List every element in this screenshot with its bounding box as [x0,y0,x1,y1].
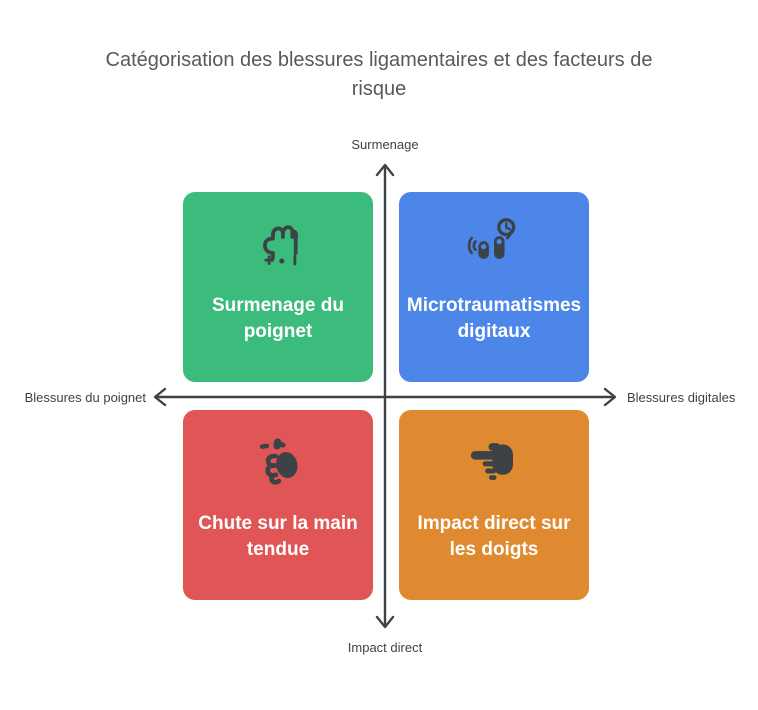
clenched-fist-wrist-icon [251,215,305,269]
axis-label-left: Blessures du poignet [24,390,146,405]
arrow-up-icon [375,163,395,177]
quadrant-top-right: Microtraumatismes digitaux [399,192,589,382]
axis-label-right: Blessures digitales [627,390,736,405]
quadrant-label: Chute sur la main tendue [198,513,358,560]
quadrant-bottom-left: Chute sur la main tendue [183,410,373,600]
quadrant-bottom-right: Impact direct sur les doigts [399,410,589,600]
arrow-right-icon [603,387,617,407]
quadrant-label: Impact direct sur les doigts [417,513,571,560]
axis-label-top: Surmenage [351,137,419,152]
page-title: Catégorisation des blessures ligamentair… [105,49,653,100]
arrow-down-icon [375,615,395,629]
quadrant-label: Microtraumatismes digitaux [406,295,582,342]
axis-label-bottom: Impact direct [347,640,423,655]
arrow-left-icon [153,387,167,407]
quadrant-top-left: Surmenage du poignet [183,192,373,382]
tapping-fingers-clock-icon [467,215,521,269]
hand-pointing-left-icon [467,433,521,487]
falling-fist-impact-icon [251,433,305,487]
quadrant-label: Surmenage du poignet [212,295,344,342]
